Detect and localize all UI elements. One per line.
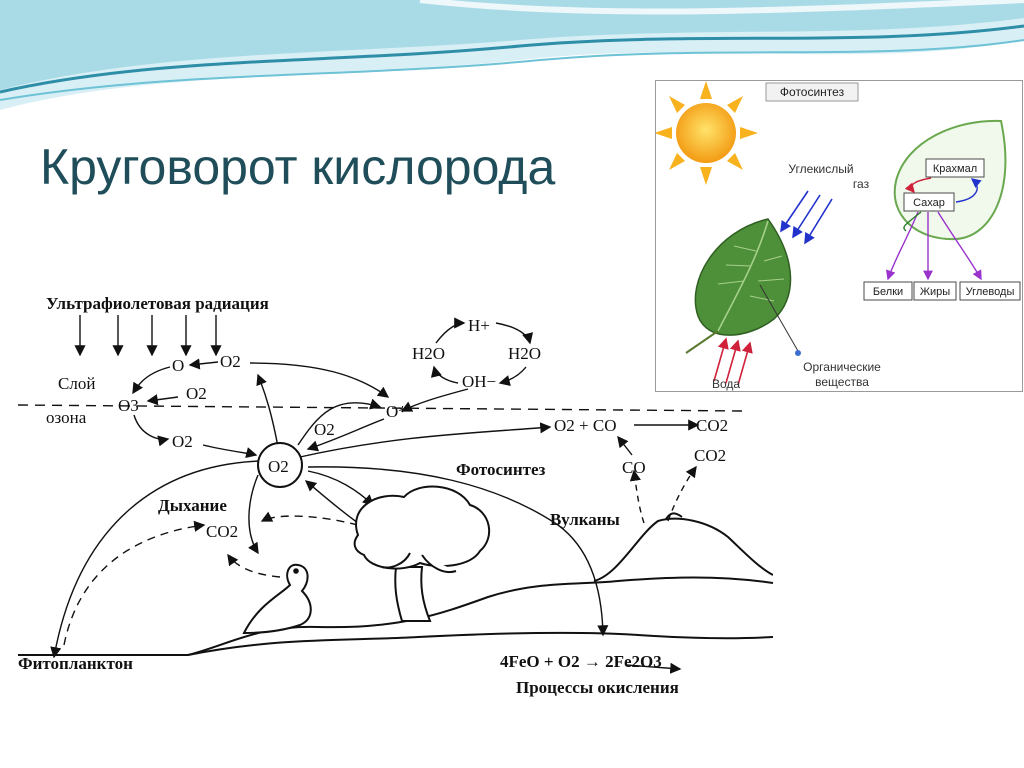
co-volcano: CO <box>622 458 646 477</box>
slide-title: Круговорот кислорода <box>40 139 556 195</box>
organic-label-line2: вещества <box>815 375 869 389</box>
co2-label-line2: газ <box>853 177 870 191</box>
h-plus: H+ <box>468 316 490 335</box>
ozone-o3: O3 <box>118 396 139 415</box>
volcanoes-label: Вулканы <box>550 510 620 529</box>
starch-label: Крахмал <box>933 163 977 175</box>
o2-center: O2 <box>268 457 289 476</box>
ozone-label-2: озона <box>46 408 87 427</box>
oxidation-label: Процессы окисления <box>516 678 679 697</box>
bird-icon <box>242 563 312 635</box>
sugar-label: Сахар <box>913 197 945 209</box>
photosynthesis-inset: Фотосинтез Углекислый газ <box>654 80 1023 392</box>
water-label: Вода <box>712 377 740 391</box>
leaf-icon <box>685 218 792 354</box>
o2-plus-co: O2 + CO <box>554 416 616 435</box>
uv-label: Ультрафиолетовая радиация <box>46 294 269 313</box>
fats-label: Жиры <box>920 286 950 298</box>
proteins-label: Белки <box>873 286 903 298</box>
h2o-left: H2O <box>412 344 445 363</box>
o2-near-center: O2 <box>314 420 335 439</box>
co2-arrows <box>780 190 833 245</box>
tree-icon <box>353 485 490 622</box>
co2-right: CO2 <box>696 416 728 435</box>
phytoplankton-label: Фитопланктон <box>18 654 133 673</box>
water-arrows <box>713 337 753 386</box>
h2o-right: H2O <box>508 344 541 363</box>
o-radical: O* <box>386 402 407 421</box>
ozone-label-1: Слой <box>58 374 95 393</box>
co2-label-line1: Углекислый <box>788 162 853 176</box>
oxygen-cycle-diagram: Ультрафиолетовая радиация Слой озона O3 … <box>17 285 774 705</box>
organic-label-line1: Органические <box>803 360 881 374</box>
o2-upper: O2 <box>220 352 241 371</box>
inset-header: Фотосинтез <box>780 85 845 99</box>
sun-icon <box>654 81 758 185</box>
atomic-o: O <box>172 356 184 375</box>
header-wave <box>0 0 1024 110</box>
oxygen-cycle-illustration: Ультрафиолетовая радиация Слой озона O3 … <box>17 294 774 697</box>
o2-ozone-mid: O2 <box>186 384 207 403</box>
photosynthesis-illustration: Фотосинтез Углекислый газ <box>654 81 1021 391</box>
respiration-label: Дыхание <box>158 496 227 515</box>
oxidation-equation: 4FeO + O2 → 2Fe2O3 <box>500 652 662 671</box>
product-arrows <box>886 211 982 281</box>
co2-respiration: CO2 <box>206 522 238 541</box>
leaf-outline-icon <box>893 119 1007 241</box>
photosynthesis-label: Фотосинтез <box>456 460 546 479</box>
co2-volcano: CO2 <box>694 446 726 465</box>
carbohydrates-label: Углеводы <box>966 286 1015 298</box>
oh-minus: OH− <box>462 372 496 391</box>
o2-ozone-low: O2 <box>172 432 193 451</box>
oxygen-node <box>257 442 303 488</box>
